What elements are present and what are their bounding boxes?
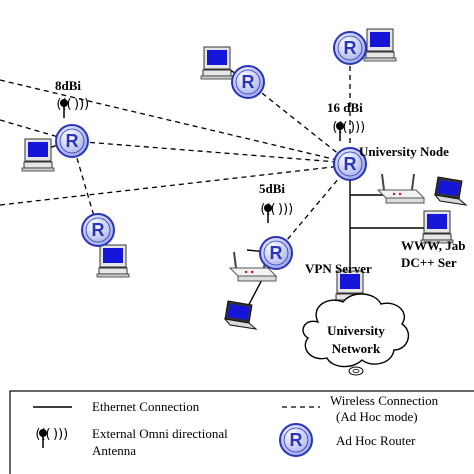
university-node-label: University Node bbox=[359, 144, 449, 159]
wireless-link-8dbi-node bbox=[71, 140, 351, 164]
dc-label: DC++ Ser bbox=[401, 255, 457, 270]
gain-label-16dbi: 16 dBi bbox=[327, 100, 363, 115]
legend-wireless-text-2: (Ad Hoc mode) bbox=[336, 409, 418, 424]
desktop-top bbox=[200, 46, 234, 80]
legend: Ethernet Connection Wireless Connection … bbox=[9, 390, 474, 474]
svg-text:))): ))) bbox=[53, 427, 68, 442]
wireless-link-left-top bbox=[0, 79, 351, 164]
router-north bbox=[333, 31, 367, 65]
wireless-link-top-node bbox=[247, 81, 351, 164]
antenna-16dbi: ))) bbox=[331, 119, 365, 142]
wireless-link-lower-router bbox=[71, 140, 99, 231]
desktop-north bbox=[363, 28, 397, 62]
router-5dbi bbox=[259, 236, 293, 270]
wireless-link-5dbi-node bbox=[275, 164, 351, 254]
svg-text:))): ))) bbox=[74, 97, 89, 112]
access-point-right bbox=[377, 173, 425, 204]
www-label: WWW, Jab bbox=[401, 238, 466, 253]
wireless-link-left-bottom bbox=[0, 164, 351, 206]
desktop-left bbox=[21, 138, 55, 172]
legend-router-text: Ad Hoc Router bbox=[336, 433, 416, 448]
network-label-line1: University bbox=[327, 323, 385, 338]
gain-label-5dbi: 5dBi bbox=[259, 181, 285, 196]
wireless-link-left-mid bbox=[0, 119, 73, 142]
legend-router-icon bbox=[279, 423, 313, 457]
legend-box bbox=[9, 390, 474, 474]
desktop-lower bbox=[96, 244, 130, 278]
laptop-lower bbox=[224, 300, 257, 330]
wireless-links bbox=[0, 48, 351, 254]
university-network-cloud: University Network bbox=[302, 293, 410, 376]
router-top bbox=[231, 65, 265, 99]
legend-antenna-text-1: External Omni directional bbox=[92, 426, 228, 441]
vpn-server-label: VPN Server bbox=[305, 261, 372, 276]
gain-label-8dbi: 8dBi bbox=[55, 78, 81, 93]
svg-text:))): ))) bbox=[350, 120, 365, 135]
network-label-line2: Network bbox=[332, 341, 381, 356]
router-8dbi bbox=[55, 124, 89, 158]
antenna-5dbi: ))) bbox=[259, 201, 293, 224]
legend-antenna-text-2: Antenna bbox=[92, 443, 136, 458]
legend-antenna-icon: ))) bbox=[34, 426, 68, 449]
laptop-right bbox=[434, 176, 467, 206]
antenna-8dbi: ))) bbox=[55, 96, 89, 119]
router-lower bbox=[81, 213, 115, 247]
svg-text:))): ))) bbox=[278, 202, 293, 217]
legend-wireless-text-1: Wireless Connection bbox=[330, 393, 439, 408]
legend-ethernet-text: Ethernet Connection bbox=[92, 399, 200, 414]
